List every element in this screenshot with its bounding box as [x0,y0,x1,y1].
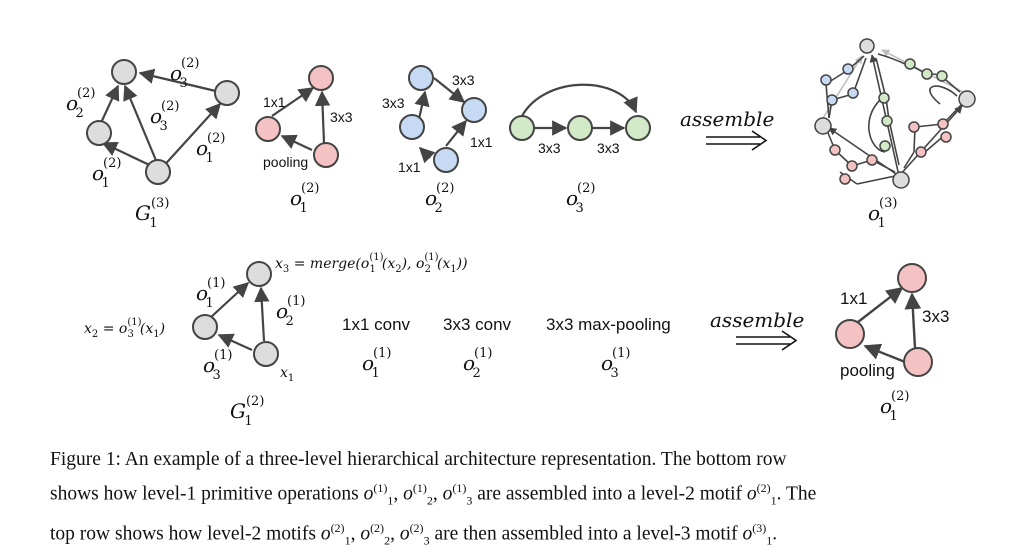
node [846,160,858,172]
edge-label-o2-2: o(2)2 [66,86,95,121]
edge-label-3x3: 3x3 [922,307,949,326]
edge-label-3x3: 3x3 [330,109,353,125]
node [940,131,952,143]
motif-label-o3-2: o(2)3 [566,181,595,216]
caption-line1: An example of a three-level hierarchical… [124,449,787,470]
edge-label-o2-1: o(1)2 [276,294,305,329]
node [881,115,893,127]
node [859,38,875,54]
node [878,92,890,104]
edge-label-o1-2-right: o(2)1 [196,131,225,166]
node [892,171,910,189]
node [826,94,838,106]
assemble-label-bottom: assemble [710,308,804,332]
node [958,90,976,108]
node [313,142,339,168]
result-label-o1-3: o(3)1 [868,196,897,231]
edge-label-3x3: 3x3 [538,140,561,156]
node [839,173,851,185]
node [509,115,535,141]
node [192,314,218,340]
node [897,263,927,293]
edge-label-3x3: 3x3 [452,72,475,88]
node [915,146,927,158]
caption-line2b: are assembled into a level-2 motif [477,483,742,505]
assemble-label-top: assemble [680,107,774,131]
node [253,341,279,367]
edge-label-o1-2-left: o(2)1 [92,156,121,191]
edge-label-o3-2-mid: o(2)3 [150,99,179,134]
node [246,261,272,287]
node [214,80,240,106]
node [921,68,933,80]
edge-label-pooling: pooling [840,361,895,380]
edge-label-1x1: 1x1 [263,94,286,110]
node [847,87,859,99]
node [904,58,916,70]
primitive-label-o1-1: o(1)1 [362,346,391,381]
caption-line2a: shows how level-1 primitive operations [50,483,359,505]
assemble-arrow-top [706,130,768,151]
hierarchical-architecture-diagram: o(2)3 o(2)2 o(2)3 o(2)1 o(2)1 G(3)1 1x1 … [66,38,976,429]
edge-label-1x1: 1x1 [398,159,421,175]
edge-label-o3-1: o(1)3 [203,348,232,383]
edge-label-3x3: 3x3 [382,95,405,111]
primitive-3x3-conv: 3x3 conv [443,315,512,334]
caption-prefix: Figure 1: [50,449,121,470]
edge-label-3x3: 3x3 [597,140,620,156]
edge-label-1x1: 1x1 [840,289,867,308]
assemble-arrow-bottom [736,330,798,351]
x2-label: x2 = o(1)3(x1) [84,317,165,340]
node [111,59,137,85]
node [879,140,891,152]
node [408,65,434,91]
edge-label-o1-1: o(1)1 [196,276,225,311]
figure-caption: Figure 1: An example of a three-level hi… [50,449,817,548]
node [308,65,334,91]
node [399,114,425,140]
node [829,144,841,156]
node [908,121,920,133]
node [820,74,832,86]
node [433,147,459,173]
node [903,347,933,377]
graph-label-g1-3: G(3)1 [135,196,169,231]
motif-label-o2-2: o(2)2 [425,181,454,216]
caption-line3b: are then assembled into a level-3 motif [434,523,738,545]
node [86,120,112,146]
node [814,117,832,135]
primitive-1x1-conv: 1x1 conv [342,315,411,334]
primitive-3x3-max-pooling: 3x3 max-pooling [546,315,671,334]
x1-label: x1 [280,365,294,384]
primitive-label-o3-1: o(1)3 [601,346,630,381]
x3-label: x3 = merge(o(1)1(x2), o(1)2(x1)) [275,252,468,275]
node [835,319,865,349]
edge-label-1x1: 1x1 [470,134,493,150]
node [842,63,854,75]
node [937,118,949,130]
primitive-label-o2-1: o(1)2 [463,346,492,381]
caption-line3c: . [772,523,778,545]
node [936,70,948,82]
result-label-o1-2: o(2)1 [880,389,909,424]
node [625,115,651,141]
node [255,116,281,142]
motif-label-o1-2: o(2)1 [290,181,319,216]
graph-label-g1-2: G(2)1 [230,394,264,429]
node [866,154,878,166]
node [145,159,171,185]
caption-line2c: . The [776,483,817,505]
node [567,115,593,141]
node [461,97,487,123]
edge-label-pooling: pooling [263,154,308,170]
edge-label-o3-2-top: o(2)3 [170,56,199,91]
caption-line3a: top row shows how level-2 motifs [50,523,316,545]
